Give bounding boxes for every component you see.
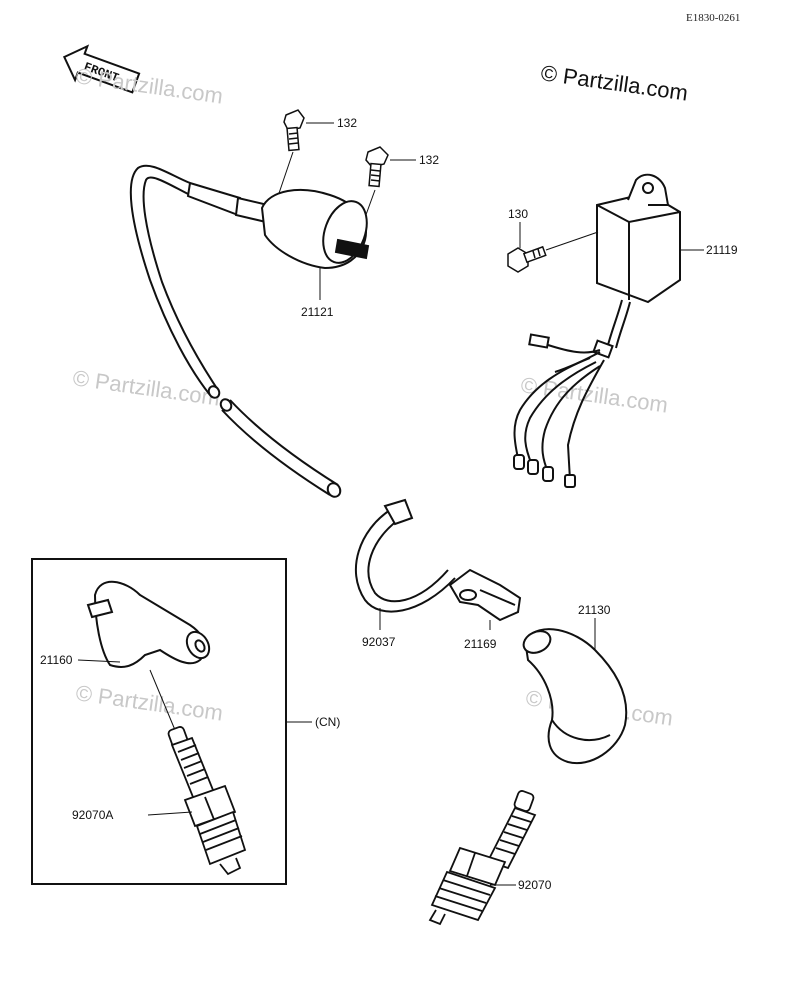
plug-cap-cn bbox=[86, 580, 211, 668]
spark-plug-cn bbox=[167, 726, 247, 876]
callout-92037: 92037 bbox=[362, 635, 396, 649]
watermark-main: © Partzilla.com bbox=[539, 60, 689, 105]
clamp-band bbox=[355, 498, 456, 613]
bolt-130 bbox=[507, 245, 547, 273]
callout-130: 130 bbox=[508, 207, 528, 221]
ignition-coil bbox=[129, 164, 370, 498]
callout-21119: 21119 bbox=[706, 243, 738, 257]
callout-92070A: 92070A bbox=[72, 808, 113, 822]
diagram-code: E1830-0261 bbox=[686, 12, 740, 24]
callout-92070: 92070 bbox=[518, 878, 552, 892]
watermark: © Partzilla.com bbox=[71, 365, 221, 410]
watermark: © Partzilla.com bbox=[74, 680, 224, 725]
callout-21169: 21169 bbox=[464, 637, 497, 651]
callout-21160: 21160 bbox=[40, 653, 73, 667]
callout-21130: 21130 bbox=[578, 603, 611, 617]
callout-132-a: 132 bbox=[337, 116, 357, 130]
bolt-132-b bbox=[365, 146, 389, 188]
callout-21121: 21121 bbox=[301, 305, 334, 319]
callout-132-b: 132 bbox=[419, 153, 439, 167]
watermark: © Partzilla.com bbox=[74, 63, 224, 108]
cn-label: (CN) bbox=[315, 715, 340, 729]
igniter-unit bbox=[513, 173, 681, 488]
bolt-132-a bbox=[283, 109, 305, 152]
plug-cap bbox=[522, 628, 628, 765]
front-arrow-icon: FRONT bbox=[62, 44, 141, 94]
cap-holder bbox=[448, 568, 522, 622]
spark-plug bbox=[428, 790, 537, 926]
